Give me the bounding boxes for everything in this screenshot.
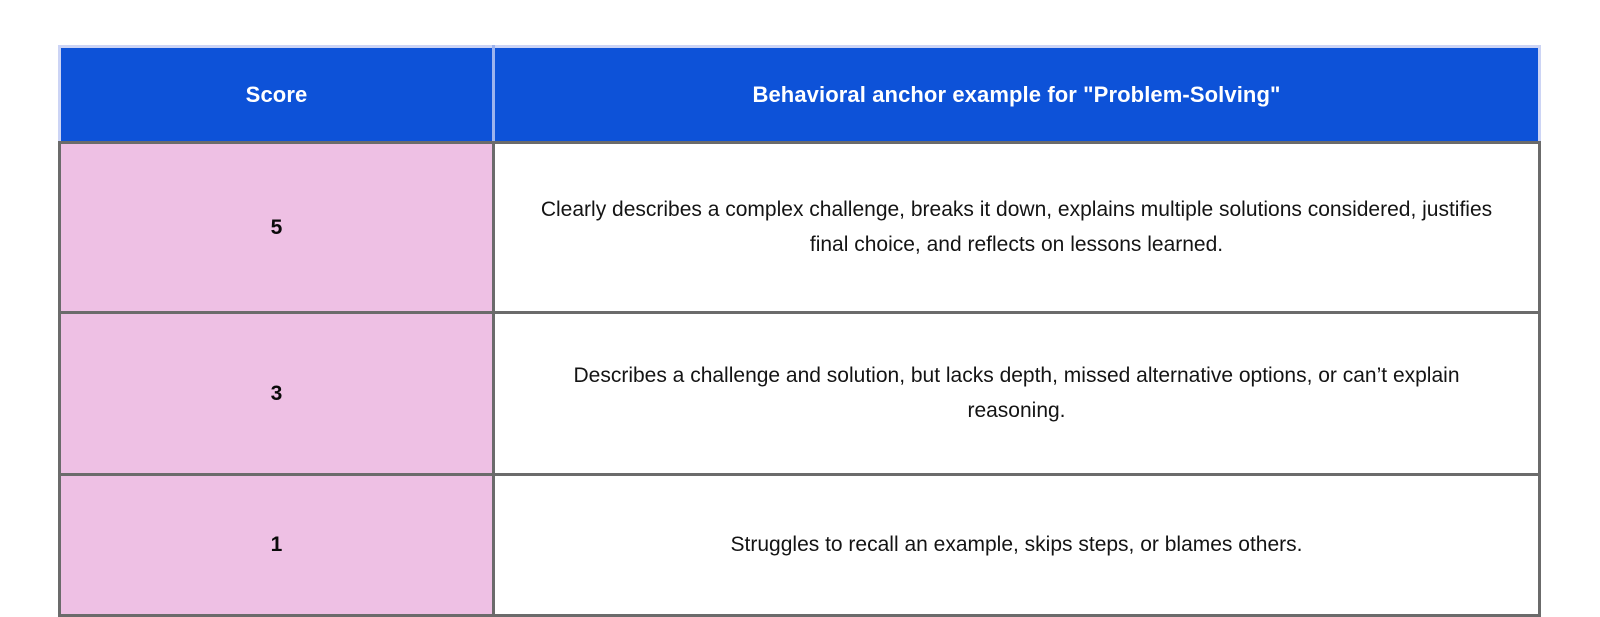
score-value-cell: 1: [58, 473, 495, 617]
column-header-behavioral-anchor: Behavioral anchor example for "Problem-S…: [493, 45, 1541, 144]
behavioral-anchor-cell: Clearly describes a complex challenge, b…: [492, 141, 1541, 314]
table-row: 3 Describes a challenge and solution, bu…: [58, 311, 1541, 476]
table-header: Score Behavioral anchor example for "Pro…: [58, 45, 1541, 144]
table-row: 5 Clearly describes a complex challenge,…: [58, 141, 1541, 314]
behavioral-anchor-cell: Describes a challenge and solution, but …: [492, 311, 1541, 476]
table-row: 1 Struggles to recall an example, skips …: [58, 473, 1541, 617]
score-value-cell: 5: [58, 141, 495, 314]
page-canvas: Score Behavioral anchor example for "Pro…: [58, 45, 1541, 617]
behavioral-anchor-cell: Struggles to recall an example, skips st…: [492, 473, 1541, 617]
table-body: 5 Clearly describes a complex challenge,…: [58, 141, 1541, 617]
score-value-cell: 3: [58, 311, 495, 476]
table-header-row: Score Behavioral anchor example for "Pro…: [58, 45, 1541, 144]
column-header-score: Score: [58, 45, 495, 144]
behavioral-anchor-rubric-table: Score Behavioral anchor example for "Pro…: [58, 45, 1541, 617]
